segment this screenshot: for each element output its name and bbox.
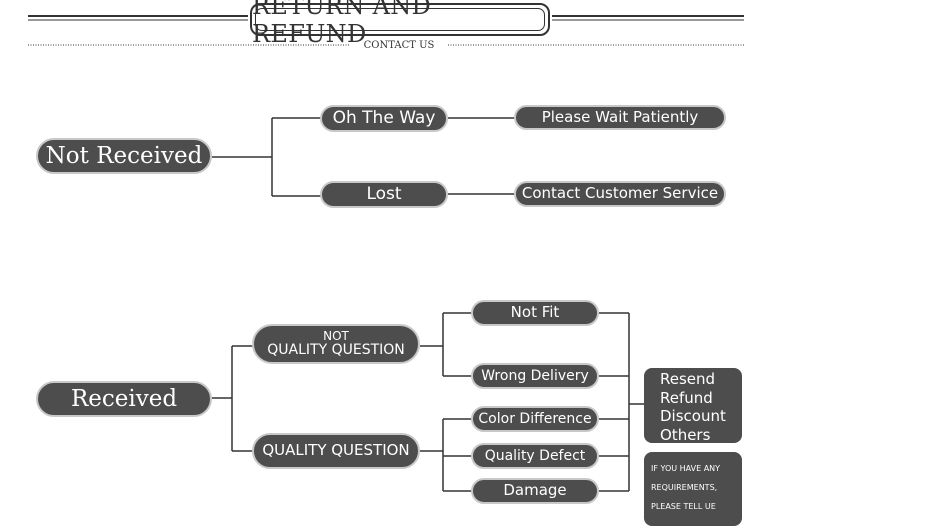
quality-question-node: QUALITY QUESTION	[252, 433, 420, 469]
outcomes-box: Resend Refund Discount Others	[644, 368, 742, 444]
wait-patiently-node: Please Wait Patiently	[514, 105, 726, 130]
outcome-refund: Refund	[660, 388, 713, 407]
received-node: Received	[36, 381, 212, 417]
contact-service-node: Contact Customer Service	[514, 181, 726, 207]
wrong-delivery-label: Wrong Delivery	[481, 367, 589, 384]
page-title: RETURN AND REFUND	[250, 0, 550, 48]
on-the-way-node: Oh The Way	[320, 105, 448, 132]
lost-label: Lost	[366, 183, 402, 204]
note-line-2: REQUIREMENTS,	[651, 483, 718, 492]
not-quality-question-node: NOT QUALITY QUESTION	[252, 324, 420, 364]
header-rules	[28, 15, 744, 46]
outcome-resend: Resend	[660, 370, 716, 388]
received-label: Received	[70, 385, 178, 412]
quality-defect-node: Quality Defect	[471, 443, 599, 469]
contact-us-subtitle: CONTACT US	[352, 40, 446, 51]
not-received-label: Not Received	[45, 142, 203, 169]
note-line-3: PLEASE TELL UE	[651, 502, 716, 511]
not-fit-label: Not Fit	[510, 303, 560, 322]
contact-service-label: Contact Customer Service	[521, 184, 719, 203]
outcome-discount: Discount	[660, 407, 726, 425]
not-received-node: Not Received	[36, 138, 212, 174]
requirements-note-box: IF YOU HAVE ANY REQUIREMENTS, PLEASE TEL…	[644, 452, 742, 526]
quality-defect-label: Quality Defect	[484, 447, 586, 464]
page-title-text: RETURN AND REFUND	[252, 0, 432, 48]
quality-question-label: QUALITY QUESTION	[262, 441, 410, 460]
note-line-1: IF YOU HAVE ANY	[651, 464, 721, 473]
damage-node: Damage	[471, 478, 599, 504]
not-quality-line2: QUALITY QUESTION	[267, 341, 405, 358]
on-the-way-label: Oh The Way	[332, 107, 436, 128]
lost-node: Lost	[320, 181, 448, 208]
outcome-others: Others	[660, 425, 711, 444]
color-difference-label: Color Difference	[478, 410, 592, 427]
not-fit-node: Not Fit	[471, 300, 599, 326]
not-quality-line1: NOT	[323, 329, 349, 344]
wrong-delivery-node: Wrong Delivery	[471, 363, 599, 389]
damage-label: Damage	[503, 481, 567, 500]
wait-patiently-label: Please Wait Patiently	[541, 107, 699, 126]
color-difference-node: Color Difference	[471, 406, 599, 432]
